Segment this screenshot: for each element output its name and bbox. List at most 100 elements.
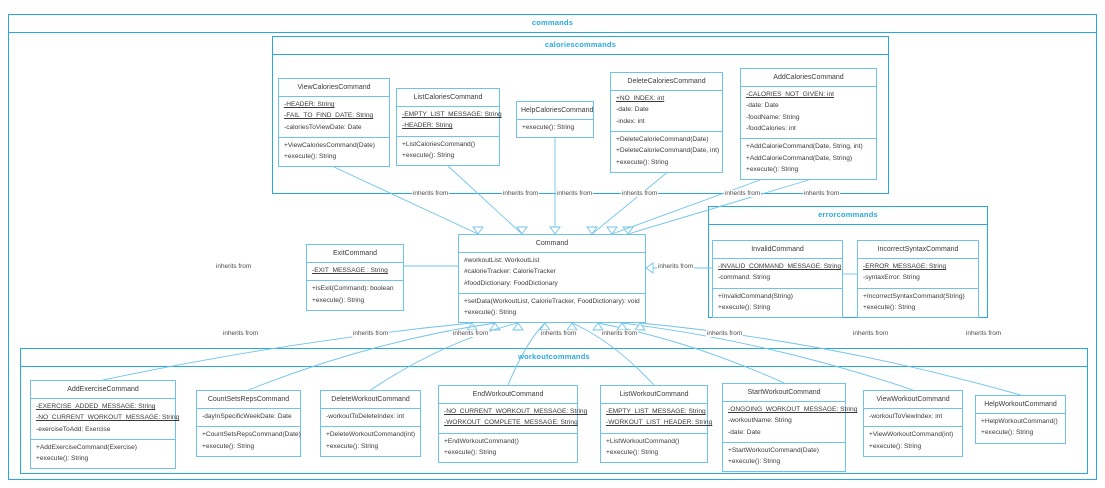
class-attribute: -HEADER: String (402, 122, 453, 130)
class-box-ViewCaloriesCommand[interactable]: ViewCaloriesCommand-HEADER: String-FAIL_… (278, 78, 390, 168)
class-attributes: -EXERCISE_ADDED_MESSAGE: String -NO_CURRE… (31, 399, 180, 440)
class-attribute: #workoutList: WorkoutList (464, 257, 540, 265)
class-method: +isExit(Command): boolean (312, 285, 394, 293)
class-method: +DeleteWorkoutCommand(int) (326, 431, 416, 439)
class-attributes: -dayInSpecificWeekDate: Date (197, 409, 300, 428)
relation-label: inherits from (601, 330, 639, 337)
relation-label: inherits from (852, 330, 890, 337)
inheritance-line (627, 179, 809, 235)
class-box-Command[interactable]: Command#workoutList: WorkoutList#calorie… (458, 234, 646, 324)
class-attribute: -INVALID_COMMAND_MESSAGE: String (718, 263, 841, 271)
class-box-HelpCaloriesCommand[interactable]: HelpCaloriesCommand+execute(): String (516, 101, 594, 139)
class-attribute: -HEADER: String (284, 101, 335, 109)
class-box-HelpWorkoutCommand[interactable]: HelpWorkoutCommand +HelpWorkoutCommand() +… (975, 395, 1066, 444)
class-attributes: -EXIT_MESSAGE : String (307, 263, 403, 282)
inheritance-arrowhead (586, 226, 598, 235)
class-attribute: -workoutToViewIndex: int (869, 413, 943, 421)
inheritance-line (611, 179, 761, 235)
class-box-ViewWorkoutCommand[interactable]: ViewWorkoutCommand -workoutToViewIndex: i… (863, 390, 963, 457)
class-box-DeleteWorkoutCommand[interactable]: DeleteWorkoutCommand-workoutToDeleteInde… (320, 390, 421, 457)
class-name: ViewWorkoutCommand (864, 391, 962, 409)
class-name: EndWorkoutCommand (439, 386, 577, 404)
class-method: +DeleteCalorieCommand(Date, int) (616, 147, 720, 155)
relation-label: inherits from (352, 330, 390, 337)
class-name: DeleteWorkoutCommand (321, 391, 420, 409)
class-box-InvalidCommand[interactable]: InvalidCommand -INVALID_COMMAND_MESSAGE: … (712, 240, 843, 319)
class-method: +IncorrectSyntaxCommand(String) (863, 292, 965, 300)
class-methods: +AddCalorieCommand(Date, String, int)+Ad… (741, 139, 876, 179)
class-name: StartWorkoutCommand (723, 384, 845, 402)
class-method: +InvalidCommand(String) (718, 292, 793, 300)
class-method: +EndWorkoutCommand() (444, 437, 519, 445)
class-box-EndWorkoutCommand[interactable]: EndWorkoutCommand-NO_CURRENT_WORKOUT_MES… (438, 385, 587, 464)
inheritance-line (507, 322, 546, 386)
package-label: errorcommands (818, 210, 878, 219)
class-method: +execute(): String (36, 455, 89, 463)
class-attribute: -foodName: String (746, 113, 800, 121)
class-method: +execute(): String (202, 442, 255, 450)
inheritance-arrowhead (634, 322, 646, 331)
class-attributes: -EMPTY_LIST_MESSAGE: String-WORKOUT_LIST… (601, 404, 712, 434)
class-attribute: -command: String (718, 274, 771, 282)
relation-label: inherits from (965, 330, 1003, 337)
package-errorcommands: errorcommands (708, 206, 988, 318)
class-attribute: -EXIT_MESSAGE : String (312, 267, 388, 275)
class-attribute: -NO_CURRENT_WORKOUT_MESSAGE: String (36, 414, 180, 422)
class-attributes: -EMPTY_LIST_MESSAGE: String-HEADER: Stri… (397, 107, 502, 137)
class-box-ListWorkoutCommand[interactable]: ListWorkoutCommand-EMPTY_LIST_MESSAGE: S… (600, 385, 712, 464)
class-methods: +execute(): String (517, 120, 593, 137)
class-attribute: +NO_INDEX: int (616, 95, 665, 103)
package-title-separator (709, 224, 987, 225)
class-name: AddExerciseCommand (31, 381, 175, 399)
class-attributes: -HEADER: String -FAIL_TO_FIND_DATE: Strin… (279, 97, 389, 138)
class-box-AddCaloriesCommand[interactable]: AddCaloriesCommand-CALORIES_NOT_GIVEN: i… (740, 68, 877, 181)
relation-label: inherits from (657, 263, 695, 270)
class-method: +ViewWorkoutCommand(int) (869, 431, 954, 439)
class-method: +execute(): String (981, 429, 1034, 437)
class-method: +HelpWorkoutCommand() (981, 418, 1058, 426)
class-name: ListCaloriesCommand (397, 89, 499, 107)
class-box-CountSetsRepsCommand[interactable]: CountSetsRepsCommand-dayInSpecificWeekDa… (196, 390, 301, 457)
class-attribute: -date: Date (746, 102, 779, 110)
inheritance-line (102, 322, 473, 381)
class-name: InvalidCommand (713, 241, 842, 259)
class-box-StartWorkoutCommand[interactable]: StartWorkoutCommand-ONGOING_WORKOUT_MESS… (722, 383, 857, 473)
class-attribute: -syntaxError: String (863, 274, 920, 282)
class-attribute: -WORKOUT_COMPLETE_MESSAGE: String (444, 419, 578, 427)
class-methods: +InvalidCommand(String)+execute(): Strin… (713, 289, 842, 318)
class-box-ExitCommand[interactable]: ExitCommand-EXIT_MESSAGE : String+isExit… (306, 244, 404, 311)
class-method: +execute(): String (746, 165, 799, 173)
relation-label: inherits from (222, 330, 260, 337)
class-attribute: -date: Date (616, 106, 649, 114)
class-attribute: -FAIL_TO_FIND_DATE: String (284, 112, 374, 120)
class-methods: +IncorrectSyntaxCommand(String)+execute(… (858, 289, 978, 318)
inheritance-arrowhead (566, 322, 578, 331)
class-name: HelpWorkoutCommand (976, 396, 1065, 414)
class-method: +execute(): String (869, 442, 922, 450)
relation-label: inherits from (412, 190, 450, 197)
relation-label: inherits from (540, 330, 578, 337)
class-method: +execute(): String (284, 153, 337, 161)
class-methods: +CountSetsRepsCommand(Date)+execute(): S… (197, 427, 301, 456)
class-box-DeleteCaloriesCommand[interactable]: DeleteCaloriesCommand+NO_INDEX: int-date… (610, 72, 723, 173)
package-title-separator (9, 32, 1096, 33)
inheritance-arrowhead (549, 226, 561, 235)
class-name: AddCaloriesCommand (741, 69, 876, 87)
class-name: Command (459, 235, 645, 253)
class-method: +execute(): String (728, 458, 781, 466)
package-label: caloriescommands (544, 40, 617, 49)
class-attribute: -EXERCISE_ADDED_MESSAGE: String (36, 403, 156, 411)
class-box-ListCaloriesCommand[interactable]: ListCaloriesCommand-EMPTY_LIST_MESSAGE: … (396, 88, 502, 167)
class-method: +AddExerciseCommand(Exercise) (36, 444, 137, 452)
class-attributes: -workoutToViewIndex: int (864, 409, 962, 428)
class-box-AddExerciseCommand[interactable]: AddExerciseCommand-EXERCISE_ADDED_MESSAG… (30, 380, 180, 470)
class-attribute: -caloriesToViewDate: Date (284, 123, 362, 131)
inheritance-line (639, 322, 1021, 396)
class-method: +AddCalorieCommand(Date, String, int) (746, 143, 863, 151)
class-box-IncorrectSyntaxCommand[interactable]: IncorrectSyntaxCommand-ERROR_MESSAGE: St… (857, 240, 979, 319)
class-method: +ListWorkoutCommand() (606, 437, 680, 445)
relation-label: inherits from (803, 190, 841, 197)
relation-label: inherits from (215, 263, 253, 270)
